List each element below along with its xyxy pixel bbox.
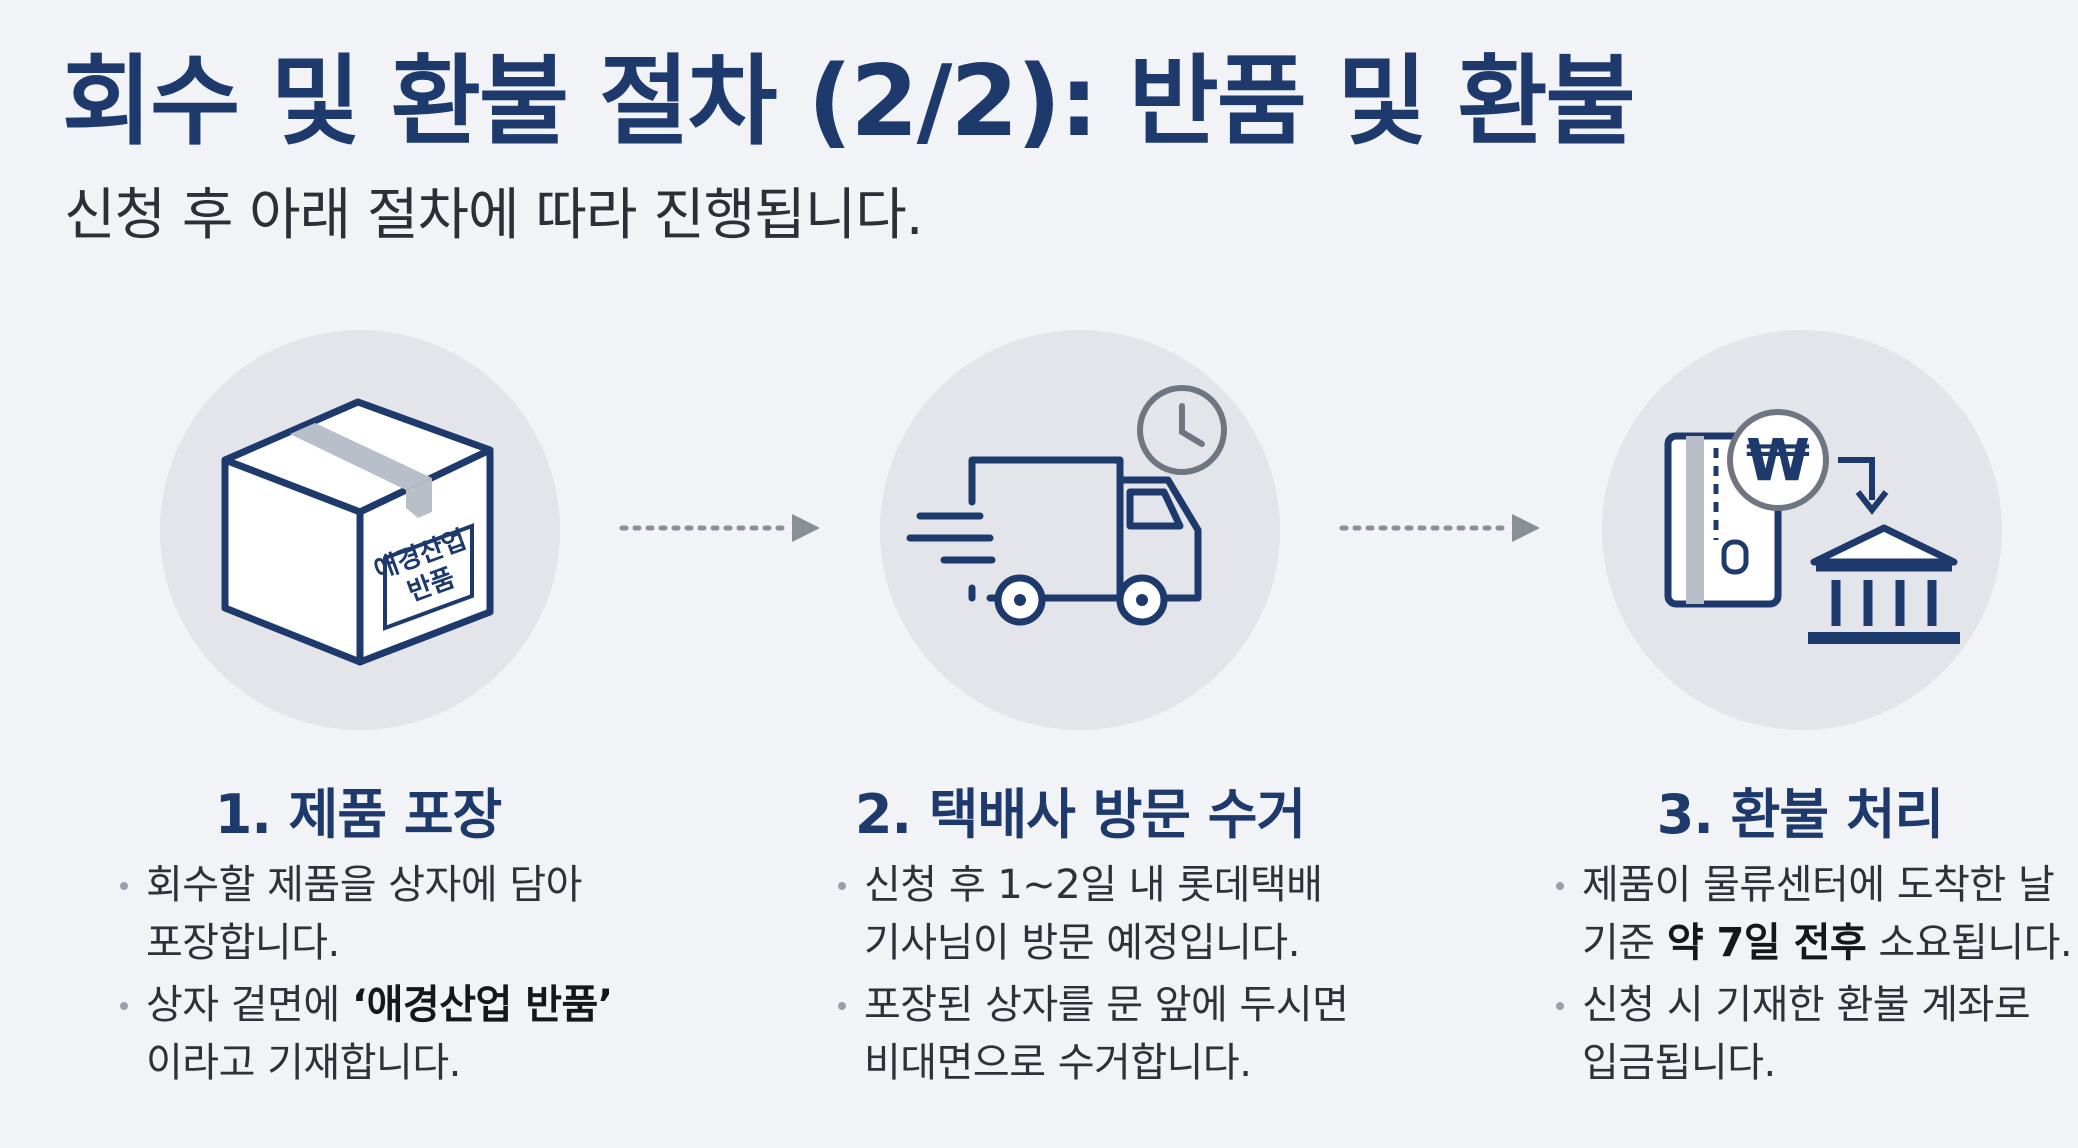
step-2-title: 2. 택배사 방문 수거 <box>854 783 1306 846</box>
step-3-circle: ₩ <box>1602 330 2002 730</box>
package-box-icon: 애경산업 반품 <box>221 398 494 666</box>
step-3-title: 3. 환불 처리 <box>1656 783 1944 846</box>
won-symbol: ₩ <box>1746 426 1810 494</box>
list-item: 신청 후 1~2일 내 롯데택배 기사님이 방문 예정입니다. <box>836 856 1348 972</box>
list-item: 포장된 상자를 문 앞에 두시면 비대면으로 수거합니다. <box>836 976 1349 1092</box>
step-2-circle <box>880 330 1280 730</box>
step-2-bullets: 신청 후 1~2일 내 롯데택배 기사님이 방문 예정입니다. 포장된 상자를 … <box>836 856 1349 1096</box>
step-1-bullets: 회수할 제품을 상자에 담아 포장합니다. 상자 겉면에 ‘애경산업 반품’ 이… <box>118 856 613 1096</box>
step-1-title: 1. 제품 포장 <box>214 783 502 846</box>
page-subtitle: 신청 후 아래 절차에 따라 진행됩니다. <box>64 183 924 248</box>
list-item: 상자 겉면에 ‘애경산업 반품’ 이라고 기재합니다. <box>118 976 613 1092</box>
page-title: 회수 및 환불 절차 (2/2): 반품 및 환불 <box>62 45 1636 159</box>
list-item: 제품이 물류센터에 도착한 날 기준 약 7일 전후 소요됩니다. <box>1554 856 2073 972</box>
dotted-arrow-icon <box>1339 514 1540 542</box>
list-item: 신청 시 기재한 환불 계좌로 입금됩니다. <box>1554 976 2072 1092</box>
card-won-bank-icon: ₩ <box>1664 409 1960 644</box>
list-item: 회수할 제품을 상자에 담아 포장합니다. <box>118 856 613 972</box>
delivery-truck-clock-icon <box>906 385 1227 626</box>
step-1-circle: 애경산업 반품 <box>160 330 560 730</box>
dotted-arrow-icon <box>619 514 820 542</box>
step-3-bullets: 제품이 물류센터에 도착한 날 기준 약 7일 전후 소요됩니다. 신청 시 기… <box>1554 856 2073 1096</box>
